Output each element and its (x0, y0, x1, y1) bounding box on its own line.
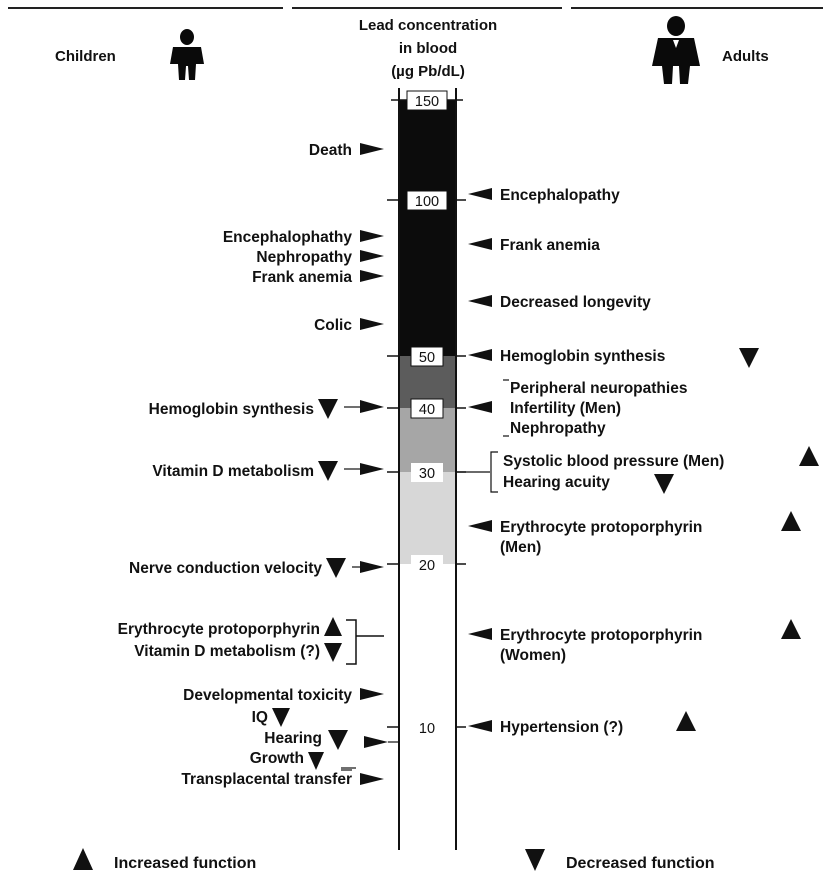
scale-title-line-1: Lead concentration (359, 17, 497, 34)
legend: Increased function Decreased function (73, 848, 714, 872)
arrowhead-icon (360, 318, 384, 330)
band-50-150 (399, 100, 456, 356)
child-effect-transplacental: Transplacental transfer (181, 771, 352, 788)
band-20-30 (399, 472, 456, 564)
arrowhead-icon (360, 561, 384, 573)
up-triangle-icon (781, 511, 801, 531)
arrowhead-icon (468, 238, 492, 250)
arrowhead-icon (360, 143, 384, 155)
arrowhead-icon (360, 400, 384, 413)
child-effect-frank-anemia: Frank anemia (252, 269, 352, 286)
adult-effect-peripheral: Peripheral neuropathies (510, 380, 687, 397)
adult-figure-icon (652, 16, 700, 84)
arrowhead-icon (360, 250, 384, 262)
up-triangle-icon (324, 617, 342, 636)
child-effect-encephalopathy: Encephalophathy (223, 229, 353, 246)
tick-label-boxes (406, 90, 448, 737)
legend-decreased-label: Decreased function (566, 855, 714, 872)
tick-label-40: 40 (419, 402, 435, 418)
down-triangle-icon (324, 643, 342, 662)
down-triangle-icon (318, 399, 338, 419)
down-triangle-icon (328, 730, 348, 750)
concentration-scale: 150 100 50 40 30 20 10 (387, 88, 466, 850)
adult-effect-longevity: Decreased longevity (500, 294, 651, 311)
arrowhead-icon (468, 720, 492, 732)
arrowhead-icon (468, 295, 492, 307)
adults-heading: Adults (722, 48, 769, 65)
children-heading: Children (55, 48, 116, 65)
adult-effect-nephropathy: Nephropathy (510, 420, 606, 437)
arrowhead-icon (360, 773, 384, 785)
adult-group-marks (456, 379, 509, 493)
down-triangle-icon (318, 461, 338, 481)
child-figure-icon (170, 29, 204, 80)
adult-effect-systolic: Systolic blood pressure (Men) (503, 453, 724, 470)
down-triangle-icon (654, 474, 674, 494)
arrowhead-icon (468, 520, 492, 532)
child-effect-vitamin-d: Vitamin D metabolism (152, 463, 314, 480)
adult-effect-hemoglobin: Hemoglobin synthesis (500, 348, 665, 365)
down-triangle-icon (326, 558, 346, 578)
child-connectors (341, 406, 399, 771)
adult-pointer-arrows (468, 188, 492, 732)
adult-effect-ep-men: Erythrocyte protoporphyrin (500, 519, 702, 536)
tick-label-50: 50 (419, 350, 435, 366)
child-effect-nephropathy: Nephropathy (256, 249, 352, 266)
band-30-40 (399, 408, 456, 472)
scale-title-line-2: in blood (399, 40, 457, 57)
child-effect-colic: Colic (314, 317, 352, 334)
arrowhead-icon (360, 270, 384, 282)
child-effect-erythrocyte-pp: Erythrocyte protoporphyrin (118, 621, 320, 638)
arrowhead-icon (468, 628, 492, 640)
arrowhead-icon (468, 188, 492, 200)
child-effect-vitamin-d-q: Vitamin D metabolism (?) (134, 643, 320, 660)
adult-effect-hypertension: Hypertension (?) (500, 719, 623, 736)
legend-increased-label: Increased function (114, 855, 256, 872)
child-effect-hemoglobin: Hemoglobin synthesis (149, 401, 314, 418)
child-effect-nerve-conduction: Nerve conduction velocity (129, 560, 322, 577)
arrowhead-icon (360, 688, 384, 700)
adult-effect-ep-men-sub: (Men) (500, 539, 541, 556)
up-triangle-icon (799, 446, 819, 466)
arrowhead-icon (360, 463, 384, 475)
tick-label-10: 10 (419, 721, 435, 737)
adult-effect-ep-women-sub: (Women) (500, 647, 566, 664)
up-triangle-icon (781, 619, 801, 639)
down-triangle-icon (739, 348, 759, 368)
adult-effect-encephalopathy: Encephalopathy (500, 187, 620, 204)
child-effect-hearing: Hearing (264, 730, 322, 747)
child-bracket (346, 619, 384, 665)
up-triangle-icon (676, 711, 696, 731)
adult-effect-infertility: Infertility (Men) (510, 400, 621, 417)
up-triangle-icon (73, 848, 93, 870)
adult-effect-ep-women: Erythrocyte protoporphyrin (500, 627, 702, 644)
down-triangle-icon (525, 849, 545, 871)
adult-effect-frank-anemia: Frank anemia (500, 237, 600, 254)
arrowhead-icon (360, 230, 384, 242)
scale-title-line-3: (µg Pb/dL) (391, 63, 465, 80)
child-effect-growth: Growth (250, 750, 304, 767)
adult-effect-hearing-acuity: Hearing acuity (503, 474, 610, 491)
adult-markers (654, 348, 819, 731)
arrowhead-icon (364, 736, 388, 748)
down-triangle-icon (272, 708, 290, 727)
tick-label-20: 20 (419, 558, 435, 574)
down-triangle-icon (308, 752, 324, 770)
child-pointer-arrows (360, 143, 388, 785)
arrowhead-icon (468, 401, 492, 413)
child-markers (272, 399, 348, 770)
child-effect-iq: IQ (252, 709, 268, 726)
tick-label-150: 150 (415, 94, 439, 110)
child-effect-developmental: Developmental toxicity (183, 687, 352, 704)
tick-marks (387, 99, 466, 728)
arrowhead-icon (468, 349, 492, 361)
child-effect-death: Death (309, 142, 352, 159)
tick-label-100: 100 (415, 194, 439, 210)
tick-label-30: 30 (419, 466, 435, 482)
